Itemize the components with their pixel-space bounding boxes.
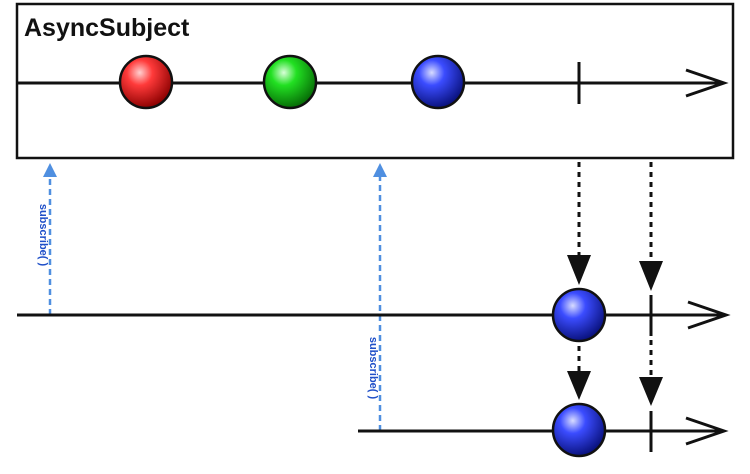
subscribe-label-1: subscribe( ) — [37, 204, 49, 267]
subscriber-1-marble-blue — [551, 287, 607, 343]
source-timeline-arrowhead — [685, 68, 729, 98]
emission-arrow-complete-2-head — [639, 377, 663, 406]
emission-arrow-blue-2-head — [567, 371, 591, 400]
source-marble-green — [262, 54, 318, 110]
emission-arrow-complete-1-head — [639, 261, 663, 291]
subscribe-arrow-2-head — [373, 163, 387, 177]
source-marble-red — [118, 54, 174, 110]
subscriber-2-timeline — [358, 402, 729, 458]
subscriber-2-timeline-arrowhead — [685, 416, 729, 446]
source-marble-blue — [410, 54, 466, 110]
diagram-title: AsyncSubject — [24, 14, 190, 42]
subscriber-1-timeline — [17, 287, 731, 343]
emission-arrow-blue-1-head — [567, 255, 591, 285]
subscribe-label-2: subscribe( ) — [367, 337, 379, 400]
emission-arrows — [567, 162, 663, 406]
subscribe-arrow-1-head — [43, 163, 57, 177]
subscriber-1-timeline-arrowhead — [687, 300, 731, 330]
subscribe-arrow-2: subscribe( ) — [367, 163, 387, 431]
subscriber-2-marble-blue — [551, 402, 607, 458]
subscribe-arrow-1: subscribe( ) — [37, 163, 57, 315]
source-timeline — [17, 54, 729, 110]
